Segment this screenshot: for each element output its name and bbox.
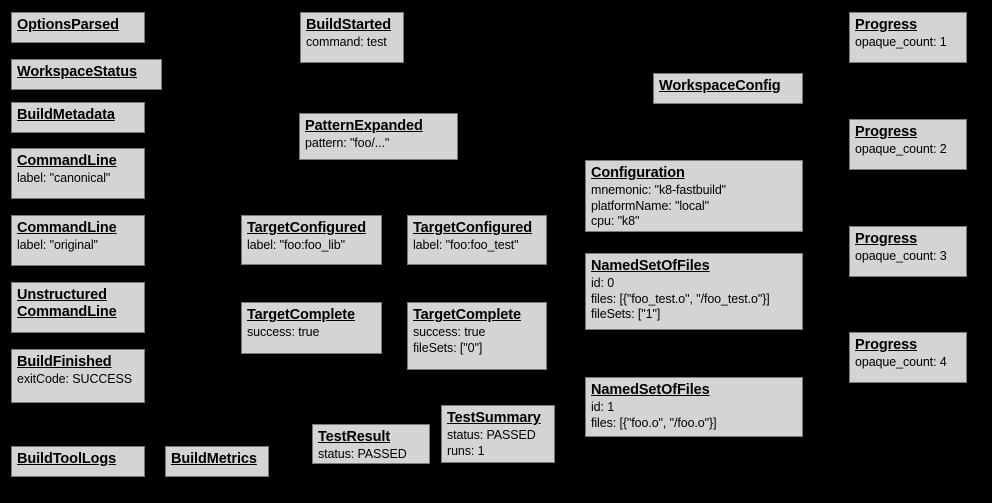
event-node-title: CommandLine [17,220,117,236]
event-node-build-finished[interactable]: BuildFinished exitCode: SUCCESS [11,349,145,403]
event-node-command-line-original[interactable]: CommandLine label: "original" [11,215,145,266]
event-node-field: mnemonic: "k8-fastbuild" [591,183,727,197]
event-node-field: cpu: "k8" [591,214,640,228]
event-node-fields: mnemonic: "k8-fastbuild"platformName: "l… [591,183,797,230]
event-node-field: fileSets: ["1"] [591,307,661,321]
event-node-field: command: test [306,35,387,49]
event-node-title: BuildMetadata [17,107,115,123]
event-node-workspace-config[interactable]: WorkspaceConfig [653,73,803,104]
event-node-field: files: [{"foo.o", "/foo.o"}] [591,415,717,430]
event-node-field: opaque_count: 3 [855,249,947,263]
event-node-progress-3[interactable]: Progress opaque_count: 3 [849,226,967,277]
event-node-title: Progress [855,337,918,353]
event-node-build-started[interactable]: BuildStarted command: test [300,12,404,63]
event-node-fields: command: test [306,35,398,51]
event-node-field: id: 1 [591,400,615,414]
event-node-title: TargetComplete [413,307,521,323]
event-node-fields: status: PASSED [318,447,424,463]
event-node-title: Unstructured CommandLine [17,287,117,320]
event-node-fields: label: "foo:foo_lib" [247,238,376,254]
event-node-progress-1[interactable]: Progress opaque_count: 1 [849,12,967,63]
event-node-title: PatternExpanded [305,118,423,134]
event-node-title: Progress [855,124,918,140]
event-node-fields: opaque_count: 4 [855,355,961,371]
event-node-field: label: "canonical" [17,171,111,185]
event-node-field: opaque_count: 1 [855,35,947,49]
event-node-fields: opaque_count: 2 [855,142,961,158]
event-node-title: BuildStarted [306,17,392,33]
event-node-pattern-expanded[interactable]: PatternExpanded pattern: "foo/..." [299,113,458,160]
event-node-fields: label: "canonical" [17,171,139,187]
event-node-title: BuildMetrics [171,451,257,467]
event-node-title: OptionsParsed [17,17,119,33]
event-node-title: BuildToolLogs [17,451,117,467]
event-node-title: WorkspaceConfig [659,78,781,94]
event-node-fields: exitCode: SUCCESS [17,372,139,388]
event-node-field: fileSets: ["0"] [413,340,483,355]
event-node-field: exitCode: SUCCESS [17,372,133,386]
event-node-title: TargetConfigured [413,220,532,236]
event-node-target-complete-lib[interactable]: TargetComplete success: true [241,302,382,354]
event-node-field: pattern: "foo/..." [305,136,390,150]
event-node-field: status: PASSED [447,428,536,442]
event-node-target-configured-foo-lib[interactable]: TargetConfigured label: "foo:foo_lib" [241,215,382,265]
event-node-workspace-status[interactable]: WorkspaceStatus [11,59,162,90]
event-node-field: label: "foo:foo_test" [413,238,519,252]
event-node-field: label: "foo:foo_lib" [247,238,345,252]
event-node-field: id: 0 [591,276,615,290]
event-node-field: runs: 1 [447,443,485,458]
event-node-fields: success: true [247,325,376,341]
event-node-title: NamedSetOfFiles [591,382,710,398]
event-node-target-configured-foo-test[interactable]: TargetConfigured label: "foo:foo_test" [407,215,547,265]
event-node-fields: label: "foo:foo_test" [413,238,541,254]
event-node-unstructured-command-line[interactable]: Unstructured CommandLine [11,282,145,333]
event-node-title: WorkspaceStatus [17,64,137,80]
event-node-command-line-canonical[interactable]: CommandLine label: "canonical" [11,148,145,199]
event-node-title: Configuration [591,165,685,181]
event-node-title: Progress [855,17,918,33]
event-node-build-metrics[interactable]: BuildMetrics [165,446,269,477]
event-node-field: opaque_count: 2 [855,142,947,156]
event-node-title: TargetConfigured [247,220,366,236]
event-node-title: TargetComplete [247,307,355,323]
event-node-title: BuildFinished [17,354,112,370]
event-node-progress-2[interactable]: Progress opaque_count: 2 [849,119,967,170]
event-node-fields: label: "original" [17,238,139,254]
event-node-fields: opaque_count: 1 [855,35,961,51]
event-node-configuration[interactable]: Configuration mnemonic: "k8-fastbuild"pla… [585,160,803,232]
event-node-title: TestResult [318,429,391,445]
event-node-field: label: "original" [17,238,98,252]
event-node-progress-4[interactable]: Progress opaque_count: 4 [849,332,967,383]
event-node-title: NamedSetOfFiles [591,258,710,274]
event-node-field: status: PASSED [318,447,407,461]
event-node-field: opaque_count: 4 [855,355,947,369]
event-node-title: CommandLine [17,153,117,169]
event-node-field: success: true [413,325,486,339]
event-node-field: success: true [247,325,320,339]
event-node-test-result[interactable]: TestResult status: PASSED [312,424,430,464]
event-node-field: files: [{"foo_test.o", "/foo_test.o"}] [591,291,770,306]
event-node-build-metadata[interactable]: BuildMetadata [11,102,145,133]
event-node-fields: pattern: "foo/..." [305,136,452,152]
event-node-fields: opaque_count: 3 [855,249,961,265]
event-node-title: TestSummary [447,410,541,426]
event-node-title: Progress [855,231,918,247]
event-node-build-tool-logs[interactable]: BuildToolLogs [11,446,145,477]
event-node-field: platformName: "local" [591,198,709,213]
event-node-options-parsed[interactable]: OptionsParsed [11,12,145,43]
